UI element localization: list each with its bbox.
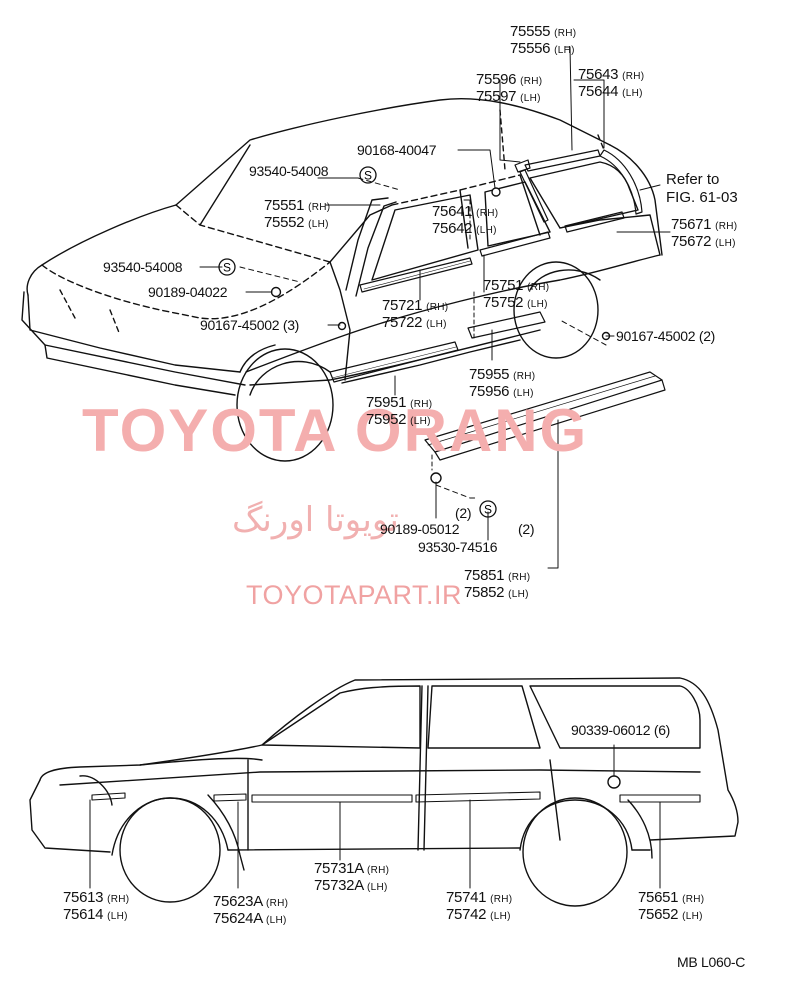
label-75643: 75643 (RH) 75644 (LH): [578, 66, 645, 100]
label-90339-06012: 90339-06012 (6): [571, 722, 671, 738]
label-75951: 75951 (RH) 75952 (LH): [366, 394, 433, 428]
watermark-site: TOYOTAPART.IR: [246, 580, 463, 610]
label-75623A: 75623A (RH) 75624A (LH): [213, 893, 289, 927]
svg-text:S: S: [223, 261, 231, 275]
lower-moldings: [91, 791, 701, 803]
label-93530-74516: 93530-74516: [418, 539, 498, 555]
label-qty-90189-05012: (2): [455, 505, 472, 521]
svg-text:S: S: [484, 503, 492, 517]
label-75651: 75651 (RH) 75652 (LH): [638, 889, 705, 923]
label-75671: 75671 (RH) 75672 (LH): [671, 216, 738, 250]
label-93540-54008-b: 93540-54008: [103, 259, 183, 275]
label-75555: 75555 (RH) 75556 (LH): [510, 23, 577, 57]
watermark-title: TOYOTA ORANG: [82, 397, 589, 464]
label-90189-04022: 90189-04022: [148, 284, 228, 300]
s-symbol-icon: S: [479, 500, 497, 518]
lower-car-body: [29, 677, 739, 907]
leader-lines-upper: [199, 46, 671, 569]
upper-moldings: [329, 149, 666, 461]
label-75721: 75721 (RH) 75722 (LH): [382, 297, 449, 331]
s-symbol-icon: S: [218, 258, 236, 276]
label-75751: 75751 (RH) 75752 (LH): [483, 277, 550, 311]
label-75741: 75741 (RH) 75742 (LH): [446, 889, 513, 923]
label-qty-93530-74516: (2): [518, 521, 535, 537]
label-75851: 75851 (RH) 75852 (LH): [464, 567, 531, 601]
label-90189-05012: 90189-05012: [380, 521, 460, 537]
svg-text:S: S: [364, 169, 372, 183]
leader-lines-lower: [89, 744, 661, 889]
figure-code: MB L060-C: [677, 954, 746, 970]
upper-car-body: [21, 98, 663, 462]
label-75955: 75955 (RH) 75956 (LH): [469, 366, 536, 400]
s-symbol-icon: S: [359, 166, 377, 184]
label-75641: 75641 (RH) 75642 (LH): [432, 203, 499, 237]
label-90167-45002-b: 90167-45002 (2): [616, 328, 716, 344]
watermark-persian: تویوتا اورنگ: [232, 500, 399, 540]
label-90168-40047: 90168-40047: [357, 142, 437, 158]
label-93540-54008-a: 93540-54008: [249, 163, 329, 179]
label-75596: 75596 (RH) 75597 (LH): [476, 71, 543, 105]
label-90167-45002-a: 90167-45002 (3): [200, 317, 300, 333]
label-75551: 75551 (RH) 75552 (LH): [264, 197, 331, 231]
reference-note: Refer to FIG. 61-03: [666, 171, 738, 206]
label-75731A: 75731A (RH) 75732A (LH): [314, 860, 390, 894]
label-75613: 75613 (RH) 75614 (LH): [63, 889, 130, 923]
